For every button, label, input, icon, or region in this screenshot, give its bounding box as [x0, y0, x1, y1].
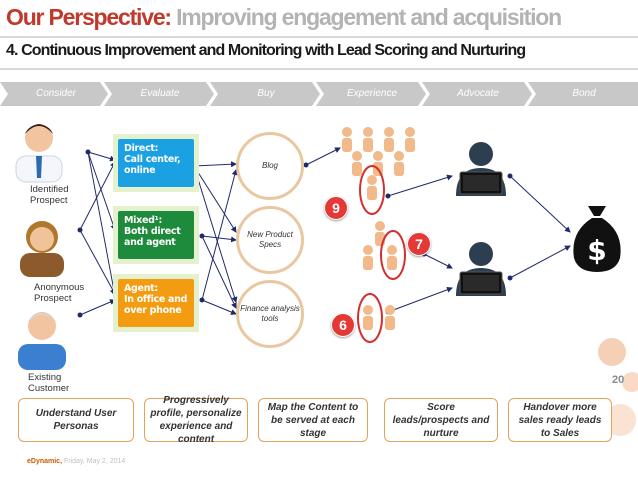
title-part-2: Improving engagement and acquisition	[176, 4, 562, 30]
channel-heading: Direct:	[124, 143, 159, 154]
money-bag-icon: $	[570, 202, 624, 272]
step-understand-personas: Understand User Personas	[18, 398, 134, 442]
decor-circle	[622, 372, 638, 392]
footer-brand: eDynamic,	[27, 458, 63, 465]
channel-direct: Direct: Call center, online	[113, 134, 199, 192]
prospect-label-anonymous: Anonymous Prospect	[34, 282, 85, 304]
person-icon	[12, 304, 72, 370]
channel-heading: Agent:	[124, 283, 158, 294]
score-badge-6: 6	[331, 313, 355, 337]
person-icon	[14, 213, 70, 277]
channel-direct-card: Direct: Call center, online	[118, 139, 194, 187]
step-map-content: Map the Content to be served at each sta…	[258, 398, 368, 442]
score-badge-7: 7	[407, 232, 431, 256]
computer-user-icon	[450, 140, 512, 196]
divider	[0, 68, 638, 70]
stage-buy: Buy	[257, 88, 275, 99]
channel-body: In office and over phone	[124, 294, 188, 316]
content-product-specs: New Product Specs	[236, 206, 304, 274]
svg-text:$: $	[587, 234, 606, 267]
person-icon	[10, 116, 68, 183]
prospect-label-identified: Identified Prospect	[30, 184, 69, 206]
stage-bond: Bond	[572, 88, 596, 99]
content-finance-tools: Finance analysis tools	[236, 280, 304, 348]
page-subtitle: 4. Continuous Improvement and Monitoring…	[6, 42, 526, 59]
content-blog: Blog	[236, 132, 304, 200]
divider	[0, 36, 638, 38]
stage-arrows	[0, 82, 638, 106]
channel-mixed-card: Mixed¹: Both direct and agent	[118, 211, 194, 259]
footer-date: Friday, May 2, 2014	[63, 458, 126, 465]
decor-circle	[598, 338, 626, 366]
channel-body: Call center, online	[124, 154, 181, 176]
page-title: Our Perspective: Improving engagement an…	[6, 4, 562, 31]
channel-mixed: Mixed¹: Both direct and agent	[113, 206, 199, 264]
step-progressively-profile: Progressively profile, personalize exper…	[144, 395, 248, 445]
step-score-leads: Score leads/prospects and nurture	[384, 398, 498, 442]
channel-agent-card: Agent: In office and over phone	[118, 279, 194, 327]
footer: eDynamic, Friday, May 2, 2014	[27, 458, 125, 465]
channel-agent: Agent: In office and over phone	[113, 274, 199, 332]
channel-heading: Mixed¹:	[124, 215, 162, 226]
stage-bar: Consider Evaluate Buy Experience Advocat…	[0, 82, 638, 106]
score-badge-9: 9	[324, 196, 348, 220]
decor-circle	[604, 404, 636, 436]
stage-experience: Experience	[346, 88, 398, 99]
computer-user-icon	[450, 240, 512, 296]
step-handover-sales: Handover more sales ready leads to Sales	[508, 398, 612, 442]
title-part-1: Our Perspective:	[6, 4, 172, 30]
stage-advocate: Advocate	[457, 88, 499, 99]
stage-evaluate: Evaluate	[140, 88, 180, 99]
stage-consider: Consider	[35, 88, 77, 99]
prospect-label-existing: Existing Customer	[28, 372, 70, 394]
page-number: 20	[612, 374, 625, 386]
channel-body: Both direct and agent	[124, 226, 181, 248]
